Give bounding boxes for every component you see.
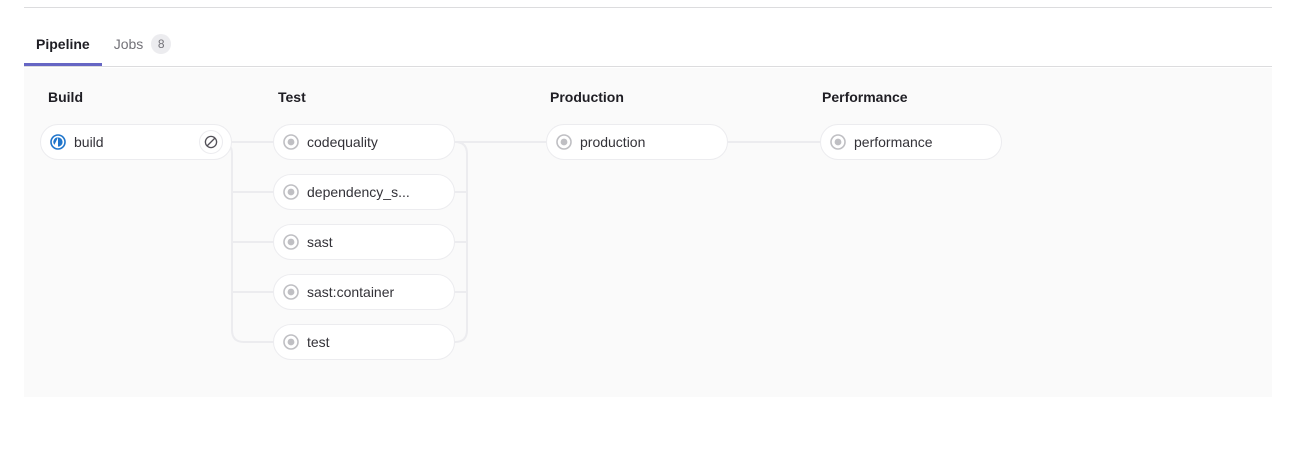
pipeline-graph-canvas: Build Test Production Performance build (24, 68, 1272, 397)
job-name-codequality: codequality (307, 134, 378, 150)
stage-header-performance: Performance (822, 89, 908, 105)
job-node-dependency-scanning[interactable]: dependency_s... (273, 174, 455, 210)
job-name-dependency-scanning: dependency_s... (307, 184, 410, 200)
top-divider (24, 7, 1272, 8)
pipeline-links (219, 141, 820, 343)
tab-jobs[interactable]: Jobs 8 (102, 22, 184, 66)
tab-jobs-badge: 8 (151, 34, 172, 54)
stage-header-build: Build (48, 89, 83, 105)
job-node-production[interactable]: production (546, 124, 728, 160)
job-name-sast: sast (307, 234, 333, 250)
job-node-performance[interactable]: performance (820, 124, 1002, 160)
tab-pipeline[interactable]: Pipeline (24, 22, 102, 66)
job-node-sast[interactable]: sast (273, 224, 455, 260)
stage-header-production: Production (550, 89, 624, 105)
tab-pipeline-label: Pipeline (36, 36, 90, 52)
job-name-performance: performance (854, 134, 933, 150)
job-name-sast-container: sast:container (307, 284, 395, 300)
job-node-sast-container[interactable]: sast:container (273, 274, 455, 310)
status-created-icon (830, 134, 846, 150)
job-name-test: test (307, 334, 330, 350)
stage-header-test: Test (278, 89, 306, 105)
status-created-icon (283, 284, 299, 300)
status-created-icon (283, 334, 299, 350)
status-running-icon (50, 134, 66, 150)
job-name-production: production (580, 134, 646, 150)
job-name-build: build (74, 134, 104, 150)
tab-jobs-label: Jobs (113, 36, 144, 52)
status-created-icon (556, 134, 572, 150)
status-created-icon (283, 234, 299, 250)
pipeline-tab-bar: Pipeline Jobs 8 (24, 22, 1272, 67)
cancel-icon[interactable] (199, 130, 223, 154)
status-created-icon (283, 134, 299, 150)
cancel-glyph (204, 135, 218, 149)
job-node-codequality[interactable]: codequality (273, 124, 455, 160)
job-node-build[interactable]: build (40, 124, 232, 160)
job-node-test[interactable]: test (273, 324, 455, 360)
status-created-icon (283, 184, 299, 200)
